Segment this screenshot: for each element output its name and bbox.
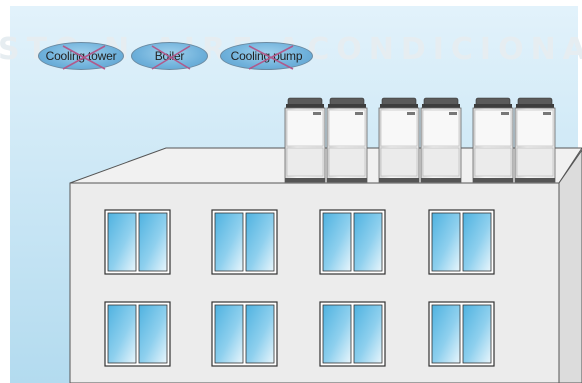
cooling-tower-badge: Cooling tower <box>38 42 124 70</box>
window <box>211 301 278 367</box>
outdoor-units-group <box>284 97 556 183</box>
vrf-outdoor-unit-icon <box>326 97 368 183</box>
window <box>428 209 495 275</box>
window <box>428 301 495 367</box>
windows-group <box>104 209 495 367</box>
window <box>104 209 171 275</box>
window <box>319 301 386 367</box>
vrf-outdoor-unit-icon <box>378 97 420 183</box>
window <box>319 209 386 275</box>
vrf-outdoor-unit-icon <box>420 97 462 183</box>
window <box>211 209 278 275</box>
x-cross-icon <box>248 45 294 70</box>
vrf-outdoor-unit-icon <box>472 97 514 183</box>
vrf-outdoor-unit-icon <box>514 97 556 183</box>
x-cross-icon <box>62 45 106 70</box>
boiler-badge: Boiler <box>131 42 208 70</box>
x-cross-icon <box>151 45 191 70</box>
window <box>104 301 171 367</box>
vrf-outdoor-unit-icon <box>284 97 326 183</box>
cooling-pump-badge: Cooling pump <box>220 42 313 70</box>
building-side <box>558 149 582 383</box>
